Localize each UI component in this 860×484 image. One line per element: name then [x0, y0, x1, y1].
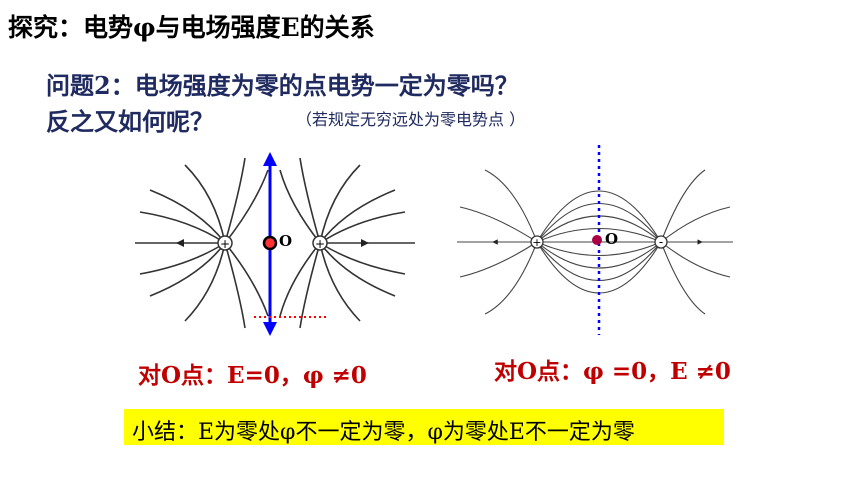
opposite-charges-field-diagram: + - O — [457, 145, 733, 335]
right-charge-positive: + — [532, 236, 541, 249]
slide-title: 探究：电势φ与电场强度E的关系 — [8, 13, 375, 42]
question-line-2: 反之又如何呢？ — [46, 107, 214, 136]
left-charge-b: + — [315, 237, 325, 251]
right-caption: 对O点：φ =0，E ≠0 — [494, 358, 731, 385]
summary-box: 小结：E为零处φ不一定为零，φ为零处E不一定为零 — [124, 409, 724, 445]
question-line-1: 问题2：电场强度为零的点电势一定为零吗？ — [46, 71, 519, 100]
like-charges-field-diagram: + + O — [135, 152, 415, 336]
summary-text: 小结：E为零处φ不一定为零，φ为零处E不一定为零 — [132, 420, 635, 445]
question-note: （若规定无穷远处为零电势点 ） — [296, 110, 526, 129]
left-caption: 对O点：E=0，φ ≠0 — [138, 362, 367, 389]
right-charge-negative: - — [659, 235, 663, 249]
left-point-o-label: O — [279, 232, 292, 250]
left-charge-a: + — [220, 237, 230, 251]
right-point-o-label: O — [605, 230, 618, 248]
